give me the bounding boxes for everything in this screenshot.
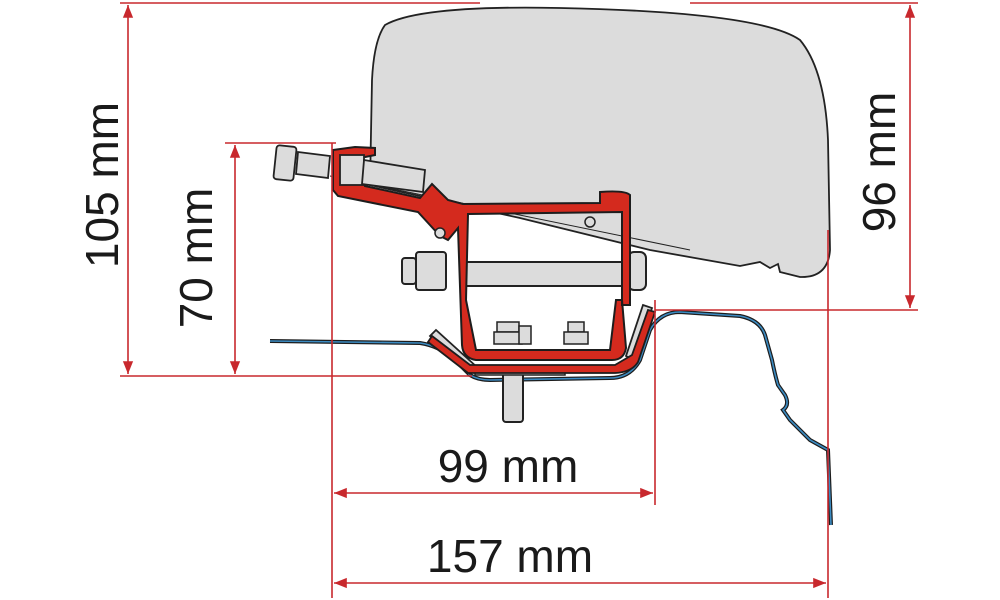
rivet: [434, 227, 446, 239]
bracket-base: [426, 308, 657, 374]
label-96mm: 96 mm: [853, 92, 905, 233]
nut: [401, 257, 417, 285]
lever-arm: [361, 158, 426, 194]
label-99mm: 99 mm: [438, 440, 579, 492]
lever-block: [339, 154, 365, 186]
label-70mm: 70 mm: [170, 188, 222, 329]
bolt: [459, 261, 641, 287]
lever-shaft: [295, 150, 331, 180]
stud: [502, 369, 524, 423]
adapter-bracket: [332, 145, 631, 361]
dimension-lines: [120, 2, 918, 598]
label-105mm: 105 mm: [76, 102, 128, 268]
nut: [415, 251, 447, 291]
label-157mm: 157 mm: [427, 530, 593, 582]
base-nuts: [493, 321, 589, 345]
lever-knob: [272, 144, 298, 182]
rivet: [584, 216, 596, 228]
